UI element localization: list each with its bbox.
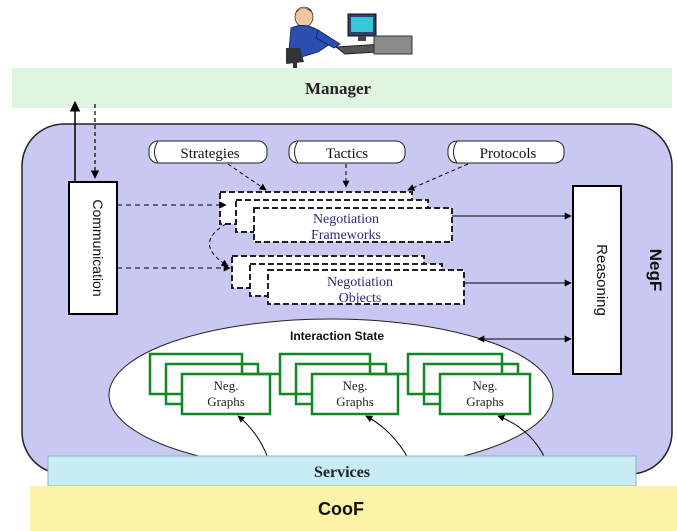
services-to-graph-2-arrow [365,415,409,459]
coof-bar [30,486,677,531]
strategies-arrow [227,163,267,191]
coof-label: CooF [318,499,364,519]
reasoning-label: Reasoning [593,244,610,316]
services-to-graph-3-arrow [497,414,546,459]
communication-label: Communication [90,199,106,296]
frameworks-line1: Negotiation [313,212,379,227]
frameworks-line2: Frameworks [311,228,381,243]
user-at-computer-icon [286,6,413,70]
protocols-store: Protocols [447,140,565,164]
manager-bar [12,68,672,108]
graph-1-line1: Neg. [214,378,239,393]
neg-graphs-group-3: Neg. Graphs [406,352,532,416]
tactics-label: Tactics [326,146,368,162]
services-label: Services [314,464,370,481]
communication-box [68,181,118,315]
graph-1-line2: Graphs [207,394,245,409]
services-bar [47,455,637,487]
reasoning-box [572,185,622,375]
graph-2-line1: Neg. [343,378,368,393]
graph-3-line2: Graphs [466,394,504,409]
interaction-state-label: Interaction State [290,329,384,343]
tactics-store: Tactics [288,140,406,164]
negotiation-objects-stack: Negotiation Objects [231,255,465,306]
objects-line2: Objects [339,291,382,306]
negf-label: NegF [646,249,665,292]
objects-line1: Negotiation [327,275,393,290]
strategies-store: Strategies [148,140,268,164]
negotiation-frameworks-stack: Negotiation Frameworks [219,191,453,243]
strategies-label: Strategies [180,146,239,162]
protocols-label: Protocols [480,146,537,162]
frameworks-to-objects-arrow [209,223,229,267]
interaction-state-label-bg [262,326,412,344]
protocols-arrow [407,163,469,191]
manager-label: Manager [305,79,372,98]
neg-graphs-group-1: Neg. Graphs [148,352,272,416]
graph-3-line1: Neg. [473,378,498,393]
services-to-graph-1-arrow [237,415,269,459]
graph-2-line2: Graphs [336,394,374,409]
